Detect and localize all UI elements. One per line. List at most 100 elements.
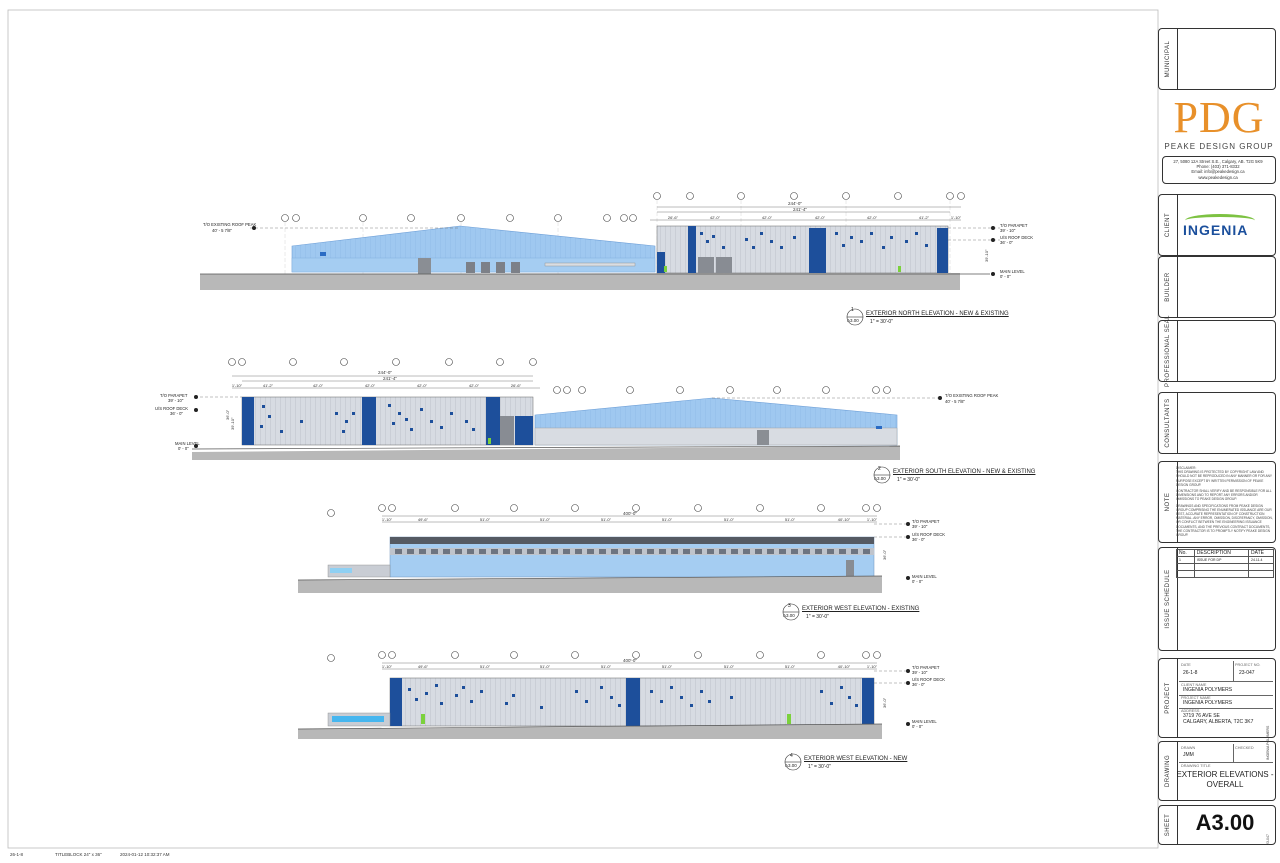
dim-label: 49'-6" — [418, 664, 429, 669]
window-square — [730, 696, 733, 699]
window-square — [398, 412, 401, 415]
south-height-dim-2: 36'-0" — [225, 409, 230, 420]
dim-label: 51'-0" — [601, 664, 612, 669]
level-tag-main-value: 0' - 0" — [912, 579, 923, 584]
south-window-squares — [260, 404, 475, 433]
window-square — [425, 692, 428, 695]
tb-client-label: CLIENT — [1165, 212, 1171, 238]
table-row: 1 ISSUE FOR DP 24.11.4 — [1176, 556, 1274, 564]
window-square — [280, 430, 283, 433]
band-panel — [659, 549, 666, 554]
window-square — [690, 704, 693, 707]
pdg-logo: PDG — [1173, 93, 1265, 142]
elev-num: 4 — [790, 753, 793, 759]
band-panel — [851, 549, 858, 554]
dim-label: 42'-0" — [815, 215, 826, 220]
level-tag-main-value: 0' - 0" — [178, 446, 189, 451]
west-existing-dimension-lines — [382, 515, 877, 523]
south-accent-panel — [242, 397, 254, 445]
level-tag-roof-deck: U/S ROOF DECK — [912, 532, 945, 537]
level-tag-roof-deck-value: 36' - 0" — [912, 537, 926, 542]
client-logo-word: INGENIA — [1183, 222, 1249, 238]
footer-titleblock: TITLEBLOCK 24" x 36" — [55, 852, 102, 857]
level-tag-roof-peak-value: 40' - 5 7/8" — [945, 399, 965, 404]
band-panel — [731, 549, 738, 554]
client-name: INGENIA POLYMERS — [1183, 687, 1233, 693]
west-new-accent-panel — [390, 678, 402, 726]
west-new-gridline-bubbles — [327, 651, 881, 662]
window-square — [600, 686, 603, 689]
band-panel — [419, 549, 426, 554]
level-tag-roof-peak: T/O EXISTING ROOF PEAK — [945, 393, 998, 398]
elev-num: 3 — [788, 603, 791, 609]
window-square — [300, 420, 303, 423]
band-panel — [671, 549, 678, 554]
tb-note-label: NOTE — [1165, 492, 1171, 512]
band-panel — [443, 549, 450, 554]
west-new-height-dim: 36'-0" — [882, 697, 887, 708]
issue-schedule-table: No. DESCRIPTION DATE 1 ISSUE FOR DP 24.1… — [1176, 549, 1274, 578]
west-existing-elevation: 400'-0" 1'-10"49'-6"51'-0"51'-0"51'-0"51… — [297, 504, 910, 593]
north-gridline-bubbles — [281, 192, 965, 222]
footer-date: 26-1-8 — [10, 852, 24, 857]
dim-label: 51'-0" — [480, 517, 491, 522]
level-tag-roof-deck: U/S ROOF DECK — [1000, 235, 1033, 240]
south-height-dim: 39'-10" — [230, 417, 235, 430]
window-square — [708, 700, 711, 703]
level-tag-parapet-value: 39' - 10" — [168, 398, 184, 403]
band-panel — [707, 549, 714, 554]
dim-label: 41'-2" — [919, 215, 930, 220]
north-existing-door — [418, 258, 431, 274]
window-square — [650, 690, 653, 693]
window-square — [262, 405, 265, 408]
band-panel — [587, 549, 594, 554]
west-new-annex-window — [332, 716, 384, 722]
window-square — [680, 696, 683, 699]
band-panel — [695, 549, 702, 554]
band-panel — [815, 549, 822, 554]
level-tag-main: MAIN LEVEL — [912, 719, 937, 724]
level-tag-main: MAIN LEVEL — [175, 441, 200, 446]
dim-label: 40'-10" — [838, 664, 851, 669]
window-square — [450, 412, 453, 415]
window-square — [706, 240, 709, 243]
window-square — [842, 244, 845, 247]
level-tag-parapet-value: 39' - 10" — [912, 524, 928, 529]
west-existing-annex-window — [330, 568, 352, 573]
window-square — [335, 412, 338, 415]
south-overhead-door — [500, 416, 514, 445]
west-new-door-green — [421, 714, 425, 724]
window-square — [388, 404, 391, 407]
window-square — [770, 240, 773, 243]
window-square — [470, 700, 473, 703]
north-accent-panel — [809, 228, 826, 273]
band-panel — [839, 549, 846, 554]
dim-label: 1'-10" — [232, 383, 243, 388]
band-panel — [803, 549, 810, 554]
north-overhead-door — [716, 257, 732, 273]
band-panel — [683, 549, 690, 554]
band-panel — [479, 549, 486, 554]
window-square — [405, 418, 408, 421]
dim-label: 51'-0" — [662, 517, 673, 522]
checked-label: CHECKED — [1235, 746, 1254, 750]
band-panel — [431, 549, 438, 554]
firm-logo: PDG PEAKE DESIGN GROUP — [1162, 93, 1276, 152]
elev-sheet: A3.00 — [785, 763, 797, 768]
window-square — [410, 428, 413, 431]
window-square — [915, 232, 918, 235]
window-square — [352, 412, 355, 415]
band-panel — [515, 549, 522, 554]
north-dim-second: 241'-4" — [793, 207, 807, 212]
west-new-door-green — [787, 714, 791, 724]
window-square — [260, 425, 263, 428]
window-square — [462, 686, 465, 689]
tb-issue-label: ISSUE SCHEDULE — [1165, 569, 1171, 629]
firm-name: PEAKE DESIGN GROUP — [1164, 142, 1274, 151]
south-window — [876, 426, 882, 429]
project-name: INGENIA POLYMERS — [1183, 700, 1233, 706]
north-door-green — [664, 266, 667, 272]
south-accent-panel — [486, 397, 500, 445]
north-loading-door — [496, 262, 505, 273]
south-grade — [192, 446, 900, 460]
